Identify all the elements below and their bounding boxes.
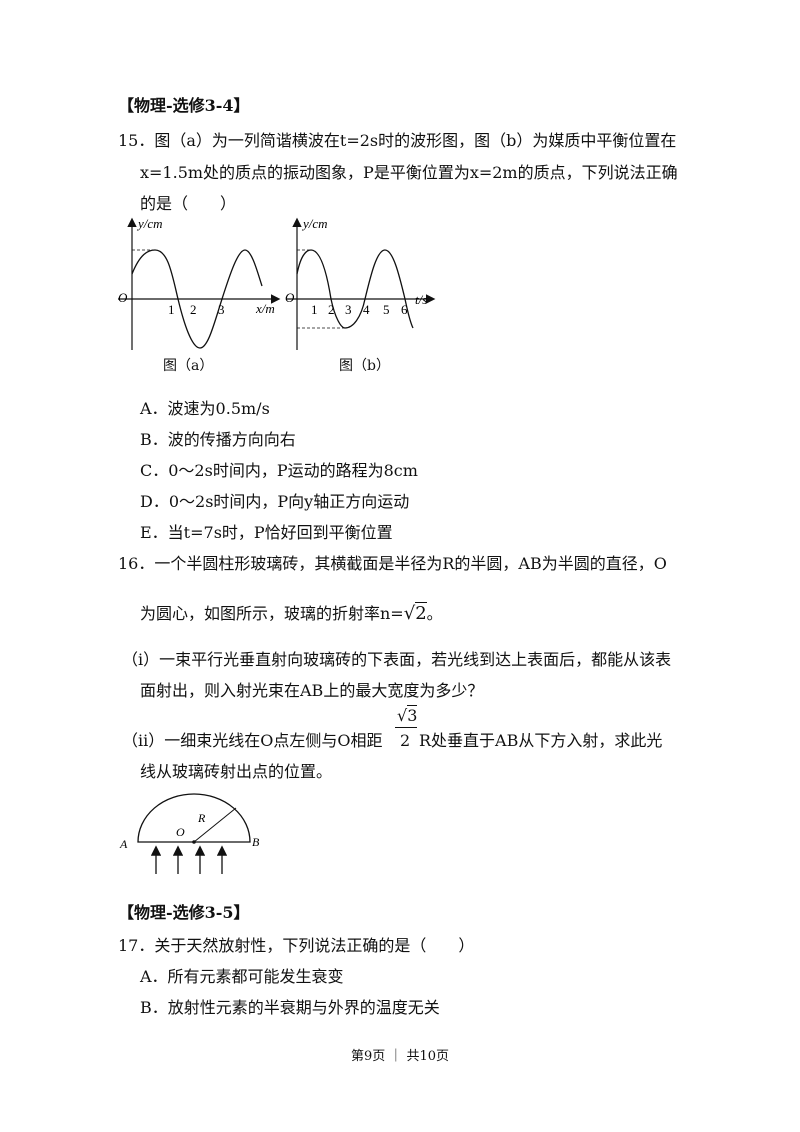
y-axis-label: y/cm xyxy=(301,216,328,231)
section-heading-3-5: 【物理-选修3-5】 xyxy=(118,903,250,922)
q15-option-a: A．波速为0.5m/s xyxy=(140,399,270,418)
q16-part2-suffix: R处垂直于AB从下方入射，求此光 xyxy=(419,731,663,750)
tick-label: 2 xyxy=(328,302,335,317)
point-b-label: B xyxy=(252,835,260,849)
tick-label: 3 xyxy=(345,302,352,317)
y-axis-label: y/cm xyxy=(136,216,163,231)
sqrt-radicand: 2 xyxy=(415,602,427,624)
fraction-denominator: 2 xyxy=(400,731,411,750)
sqrt-symbol: √ xyxy=(403,603,416,624)
radius-line xyxy=(193,807,237,843)
q16-part2-prefix: （ii）一细束光线在O点左侧与O相距 xyxy=(122,731,383,750)
figure-a-caption: 图（a） xyxy=(163,358,214,374)
q16-part1-line1: （i）一束平行光垂直射向玻璃砖的下表面，若光线到达上表面后，都能从该表 xyxy=(122,650,672,669)
tick-label: 1 xyxy=(168,302,175,317)
origin-label: O xyxy=(118,290,128,305)
origin-label: O xyxy=(285,290,295,305)
q15-option-d: D．0～2s时间内，P向y轴正方向运动 xyxy=(140,492,410,511)
q17-option-b: B．放射性元素的半衰期与外界的温度无关 xyxy=(140,998,440,1017)
wave-graph-figure-a: y/cm O 1 2 3 x/m xyxy=(118,216,281,350)
q16-line1: 16．一个半圆柱形玻璃砖，其横截面是半径为R的半圆，AB为半圆的直径，O xyxy=(118,554,667,573)
q15-line1: 15．图（a）为一列简谐横波在t=2s时的波形图，图（b）为媒质中平衡位置在 xyxy=(118,131,677,150)
radius-r-label: R xyxy=(197,811,206,825)
tick-label: 4 xyxy=(363,302,370,317)
q15-option-e: E．当t=7s时，P恰好回到平衡位置 xyxy=(140,523,393,542)
point-a-label: A xyxy=(119,837,128,851)
q16-line2: 为圆心，如图所示，玻璃的折射率n=√2。 xyxy=(140,602,443,624)
figure-b-caption: 图（b） xyxy=(339,358,390,374)
q16-line2-prefix: 为圆心，如图所示，玻璃的折射率n= xyxy=(140,604,404,623)
q15-line3: 的是（ ） xyxy=(140,194,237,213)
q16-part1-line2: 面射出，则入射光束在AB上的最大宽度为多少？ xyxy=(140,681,484,700)
section-heading-3-4: 【物理-选修3-4】 xyxy=(118,96,250,115)
tick-label: 3 xyxy=(218,302,225,317)
center-point xyxy=(192,840,196,844)
q17-option-a: A．所有元素都可能发生衰变 xyxy=(140,967,344,986)
semicircle-outline xyxy=(137,793,251,843)
t-axis-label: t/s xyxy=(415,292,427,307)
page-footer: 第9页 ｜ 共10页 xyxy=(350,1049,450,1064)
tick-label: 2 xyxy=(190,302,197,317)
vibration-graph-figure-b: y/cm O 1 2 3 4 5 6 t/s xyxy=(285,216,436,350)
tick-label: 6 xyxy=(401,302,408,317)
tick-label: 1 xyxy=(311,302,318,317)
vibration-curve xyxy=(296,249,414,329)
wave-curve xyxy=(131,249,263,349)
q16-line2-suffix: 。 xyxy=(426,604,443,623)
sqrt-symbol: √ xyxy=(397,706,408,725)
fraction-numerator: √3 xyxy=(397,705,418,726)
q17-line1: 17．关于天然放射性，下列说法正确的是（ ） xyxy=(118,936,475,955)
tick-label: 5 xyxy=(383,302,390,317)
q16-part2-line2: 线从玻璃砖射出点的位置。 xyxy=(140,762,333,781)
semicircle-glass-figure: A B O R xyxy=(119,793,260,874)
q15-option-b: B．波的传播方向向右 xyxy=(140,430,296,449)
x-axis-label: x/m xyxy=(255,301,275,316)
q15-option-c: C．0～2s时间内，P运动的路程为8cm xyxy=(140,461,418,480)
sqrt-radicand: 3 xyxy=(407,705,418,725)
q15-line2: x=1.5m处的质点的振动图象，P是平衡位置为x=2m的质点，下列说法正确 xyxy=(140,163,678,182)
center-o-label: O xyxy=(176,825,185,839)
fraction-bar xyxy=(395,727,417,728)
